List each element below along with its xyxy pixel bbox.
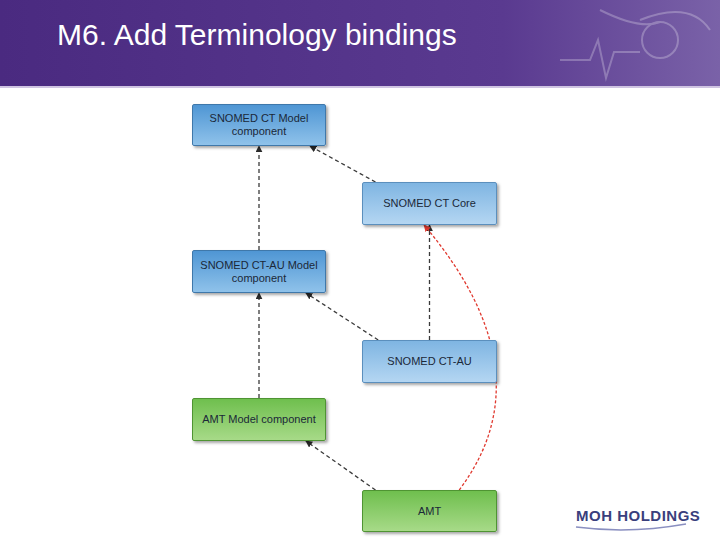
logo-swoosh xyxy=(576,524,686,530)
slide-title: M6. Add Terminology bindings xyxy=(57,18,457,52)
box-label: SNOMED CT Core xyxy=(377,197,482,210)
dependency-arrow xyxy=(306,293,378,340)
header-rule xyxy=(0,86,720,88)
box-label: AMT xyxy=(412,505,447,518)
component-box: AMT xyxy=(362,490,497,532)
box-label: SNOMED CT-AU xyxy=(381,355,477,368)
box-label: AMT Model component xyxy=(196,413,322,426)
box-label: SNOMED CT-AU Model component xyxy=(193,259,325,285)
component-box: AMT Model component xyxy=(192,398,326,441)
dependency-arrow xyxy=(258,293,259,398)
dependency-arrow xyxy=(310,146,376,182)
header-band xyxy=(0,0,720,88)
dependency-arrow xyxy=(258,146,259,250)
component-box: SNOMED CT Model component xyxy=(192,104,326,146)
stethoscope-decoration xyxy=(560,10,710,78)
component-box: SNOMED CT-AU xyxy=(362,340,497,383)
box-label: SNOMED CT Model component xyxy=(193,112,325,138)
component-box: SNOMED CT-AU Model component xyxy=(192,250,326,293)
dependency-arrow xyxy=(429,225,430,340)
dependency-arrow xyxy=(306,441,376,490)
component-box: SNOMED CT Core xyxy=(362,182,497,225)
company-logo: MOH HOLDINGS xyxy=(576,507,700,524)
